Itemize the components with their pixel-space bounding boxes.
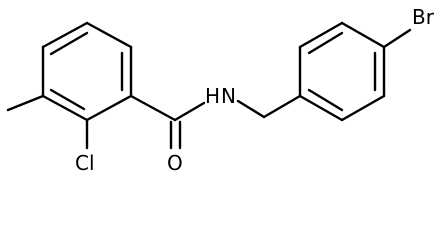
bond-ring1-d — [85, 94, 133, 122]
left-benzene-ring — [41, 21, 133, 122]
right-benzene-ring — [298, 21, 386, 122]
chemical-structure: Cl O H N Br — [6, 5, 435, 175]
bond-ring1-a — [41, 21, 89, 49]
bond-ring1-double-1 — [49, 31, 89, 56]
oxygen-atom-label: O — [167, 151, 183, 175]
nitrogen-hydrogen-label: H — [205, 84, 220, 108]
bond-ring2-double-1 — [307, 31, 344, 55]
bond-ch2-to-ring — [262, 94, 302, 119]
bond-ring2-c — [340, 21, 386, 49]
bond-ring2-double-3 — [307, 88, 344, 112]
bond-ring1-b — [85, 21, 133, 49]
nitrogen-atom-label: N — [221, 84, 236, 108]
bond-ring2-e — [340, 94, 386, 122]
chlorine-atom-label: Cl — [75, 151, 95, 175]
structure-canvas: Cl O H N Br — [6, 5, 435, 175]
bond-methyl — [6, 94, 45, 112]
bond-ring-to-carbonyl — [129, 94, 177, 122]
bond-ring2-b — [298, 21, 344, 49]
bond-ring2-f — [298, 94, 344, 122]
bond-carbonyl-to-nitrogen — [173, 101, 206, 122]
bond-ring1-e — [41, 94, 89, 122]
bond-ring1-double-3 — [49, 88, 86, 111]
bromine-atom-label: Br — [412, 5, 435, 29]
bond-nitrogen-to-ch2 — [236, 99, 266, 119]
bond-bromine — [382, 28, 412, 49]
